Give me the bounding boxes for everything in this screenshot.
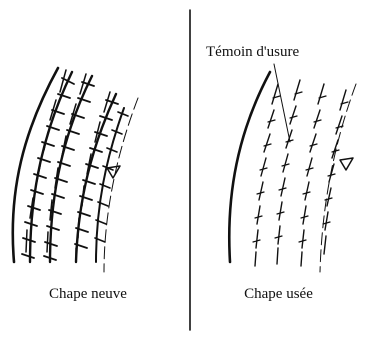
worn-tread-row-3: [301, 84, 324, 266]
wear-indicator-label: Témoin d'usure: [206, 44, 299, 61]
new-tread-guide-line: [104, 98, 138, 272]
new-tread-illustration: [13, 68, 138, 272]
wear-marker-icon-worn: [340, 158, 353, 170]
worn-tread-caption: Chape usée: [196, 286, 361, 303]
worn-tread-illustration: [229, 64, 356, 272]
wear-indicator-leader: [274, 64, 290, 142]
new-tread-caption: Chape neuve: [8, 286, 168, 303]
worn-tread-row-4: [324, 90, 346, 254]
wear-marker-icon-new: [107, 166, 120, 178]
worn-tread-row-1: [255, 84, 278, 266]
new-tread-row-2: [50, 76, 92, 262]
